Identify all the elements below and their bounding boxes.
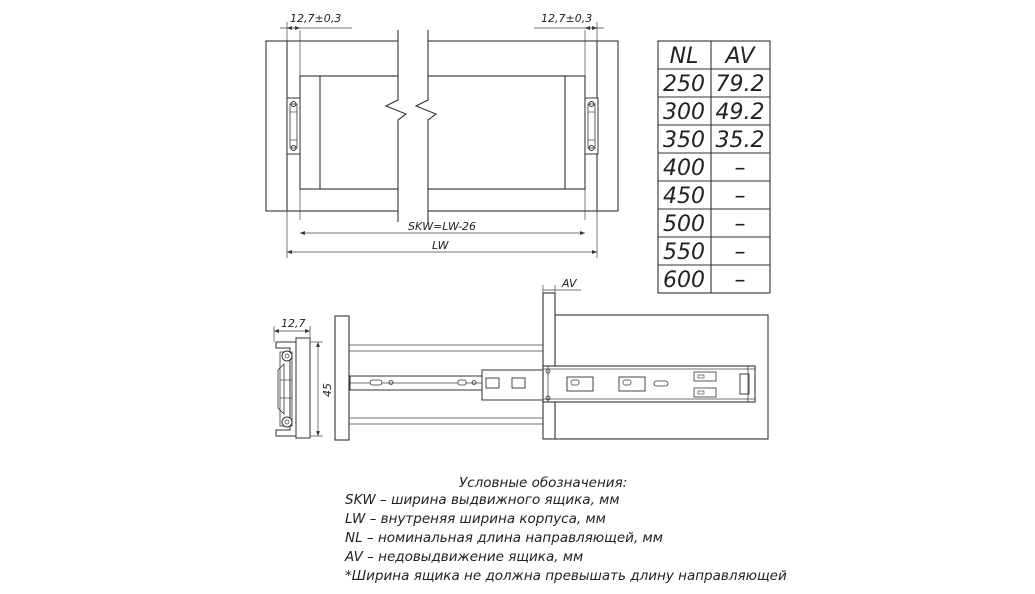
height-dim-label: 45 — [321, 383, 334, 397]
slide-outer-member — [542, 365, 756, 403]
legend-line: SKW – ширина выдвижного ящика, мм — [345, 492, 620, 508]
slide-middle-member — [481, 369, 544, 401]
legend-line: NL – номинальная длина направляющей, мм — [345, 530, 663, 546]
legend-line: AV – недовыдвижение ящика, мм — [344, 549, 583, 565]
table-header-nl: NL — [670, 44, 699, 69]
legend-line: *Ширина ящика не должна превышать длину … — [345, 568, 787, 584]
break-line-left — [384, 30, 408, 222]
table-cell: – — [735, 156, 746, 181]
side-view: AV — [334, 277, 769, 441]
nl-av-table: NL AV 250 79.2 300 49.2 350 35.2 400 – 4… — [657, 40, 771, 294]
table-cell: – — [735, 184, 746, 209]
av-label: AV — [561, 277, 578, 290]
table-header-av: AV — [723, 44, 756, 69]
legend-line: LW – внутреняя ширина корпуса, мм — [345, 511, 606, 527]
table-cell: 600 — [663, 268, 705, 293]
table-cell: 35.2 — [716, 128, 765, 153]
table-cell: 550 — [663, 240, 705, 265]
table-cell: 79.2 — [716, 72, 765, 97]
drawer-front — [334, 315, 350, 441]
table-cell: 49.2 — [716, 100, 765, 125]
table-cell: – — [735, 240, 746, 265]
break-line-right — [414, 30, 438, 222]
table-cell: – — [735, 268, 746, 293]
dim-left-label: 12,7±0,3 — [290, 12, 341, 25]
table-cell: 500 — [663, 212, 705, 237]
table-cell: 400 — [663, 156, 705, 181]
top-view: 12,7±0,3 12,7±0,3 SKW=LW-26 LW — [265, 12, 619, 258]
table-cell: 450 — [663, 184, 705, 209]
width-dim-label: 12,7 — [281, 317, 306, 330]
right-slide-icon — [584, 97, 599, 155]
table-cell: 250 — [663, 72, 705, 97]
slide-inner-member — [349, 375, 483, 391]
left-slide-icon — [286, 97, 301, 155]
skw-label: SKW=LW-26 — [408, 220, 476, 233]
lw-label: LW — [432, 239, 450, 252]
legend-title: Условные обозначения: — [459, 475, 627, 491]
dim-right-label: 12,7±0,3 — [541, 12, 592, 25]
table-cell: 350 — [663, 128, 705, 153]
legend: Условные обозначения: SKW – ширина выдви… — [344, 475, 787, 584]
slide-cross-section: 12,7 45 — [273, 317, 334, 439]
table-cell: 300 — [663, 100, 705, 125]
table-cell: – — [735, 212, 746, 237]
